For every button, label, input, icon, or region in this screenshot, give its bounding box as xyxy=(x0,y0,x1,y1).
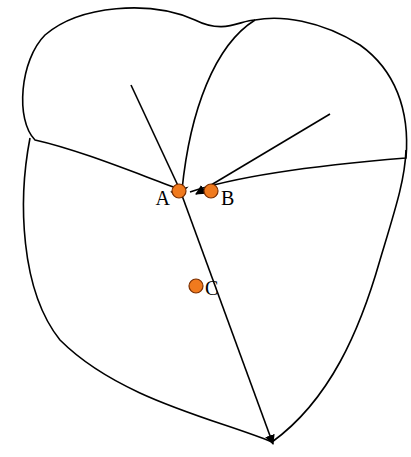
line-a xyxy=(131,85,180,190)
arrow-down xyxy=(180,190,273,444)
point-label: A xyxy=(156,188,170,208)
point-b-dot xyxy=(204,184,218,198)
point-c-dot xyxy=(189,279,203,293)
point-label: C xyxy=(205,278,218,298)
right-lobe-outline xyxy=(182,18,407,192)
point-a-dot xyxy=(172,184,186,198)
point-label: B xyxy=(221,188,234,208)
arrow-b xyxy=(196,114,330,194)
left-lobe-outline xyxy=(23,8,255,190)
